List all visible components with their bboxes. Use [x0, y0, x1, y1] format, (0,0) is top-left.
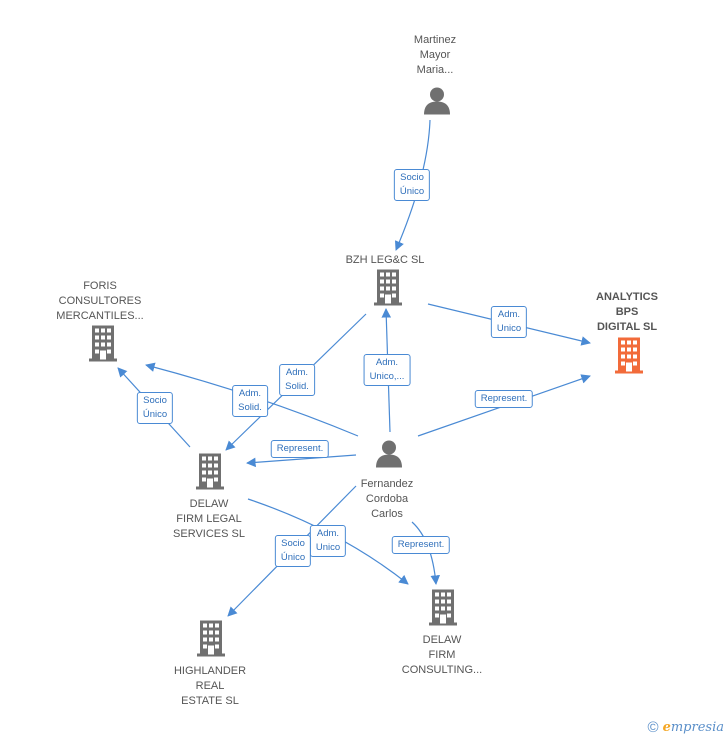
- edge-label-represent[interactable]: Represent.: [391, 536, 451, 554]
- edge-label-represent[interactable]: Represent.: [474, 390, 534, 408]
- edge-label-represent[interactable]: Represent.: [270, 440, 330, 458]
- building-icon[interactable]: [429, 589, 457, 631]
- brand-logo: empresia: [662, 720, 724, 735]
- person-icon[interactable]: [422, 86, 452, 121]
- node-label-highlander[interactable]: HIGHLANDER REAL ESTATE SL: [173, 665, 247, 707]
- node-label-delaw-legal[interactable]: DELAW FIRM LEGAL SERVICES SL: [173, 498, 245, 540]
- edge-label-adm-unico[interactable]: Adm. Unico: [490, 306, 528, 338]
- edge-label-socio-unico[interactable]: Socio Único: [393, 169, 431, 201]
- node-label-fernandez[interactable]: Fernandez Cordoba Carlos: [360, 478, 414, 520]
- building-icon[interactable]: [89, 325, 117, 367]
- edge-line: [246, 454, 357, 468]
- footer-brand: © empresia: [648, 719, 724, 736]
- node-label-bzh[interactable]: BZH LEG&C SL: [345, 254, 425, 266]
- node-label-delaw-consulting[interactable]: DELAW FIRM CONSULTING...: [401, 634, 483, 676]
- edge-label-adm-unico[interactable]: Adm. Unico: [309, 525, 347, 557]
- edge-label-adm-solid[interactable]: Adm. Solid.: [279, 364, 315, 396]
- edge-label-socio-unico[interactable]: Socio Único: [136, 392, 174, 424]
- node-label-foris[interactable]: FORIS CONSULTORES MERCANTILES...: [56, 280, 144, 322]
- node-label-analytics[interactable]: ANALYTICS BPS DIGITAL SL: [596, 291, 658, 333]
- copyright-icon: ©: [647, 719, 659, 736]
- node-label-martinez[interactable]: Martinez Mayor Maria...: [413, 34, 457, 76]
- building-icon[interactable]: [374, 269, 402, 311]
- edge-label-adm-solid[interactable]: Adm. Solid.: [232, 385, 268, 417]
- building-icon-highlight[interactable]: [615, 337, 643, 379]
- edge-label-adm-unico-etc[interactable]: Adm. Unico,...: [363, 354, 411, 386]
- edge-label-socio-unico[interactable]: Socio Único: [274, 535, 312, 567]
- person-icon[interactable]: [374, 439, 404, 474]
- building-icon[interactable]: [197, 620, 225, 662]
- building-icon[interactable]: [196, 453, 224, 495]
